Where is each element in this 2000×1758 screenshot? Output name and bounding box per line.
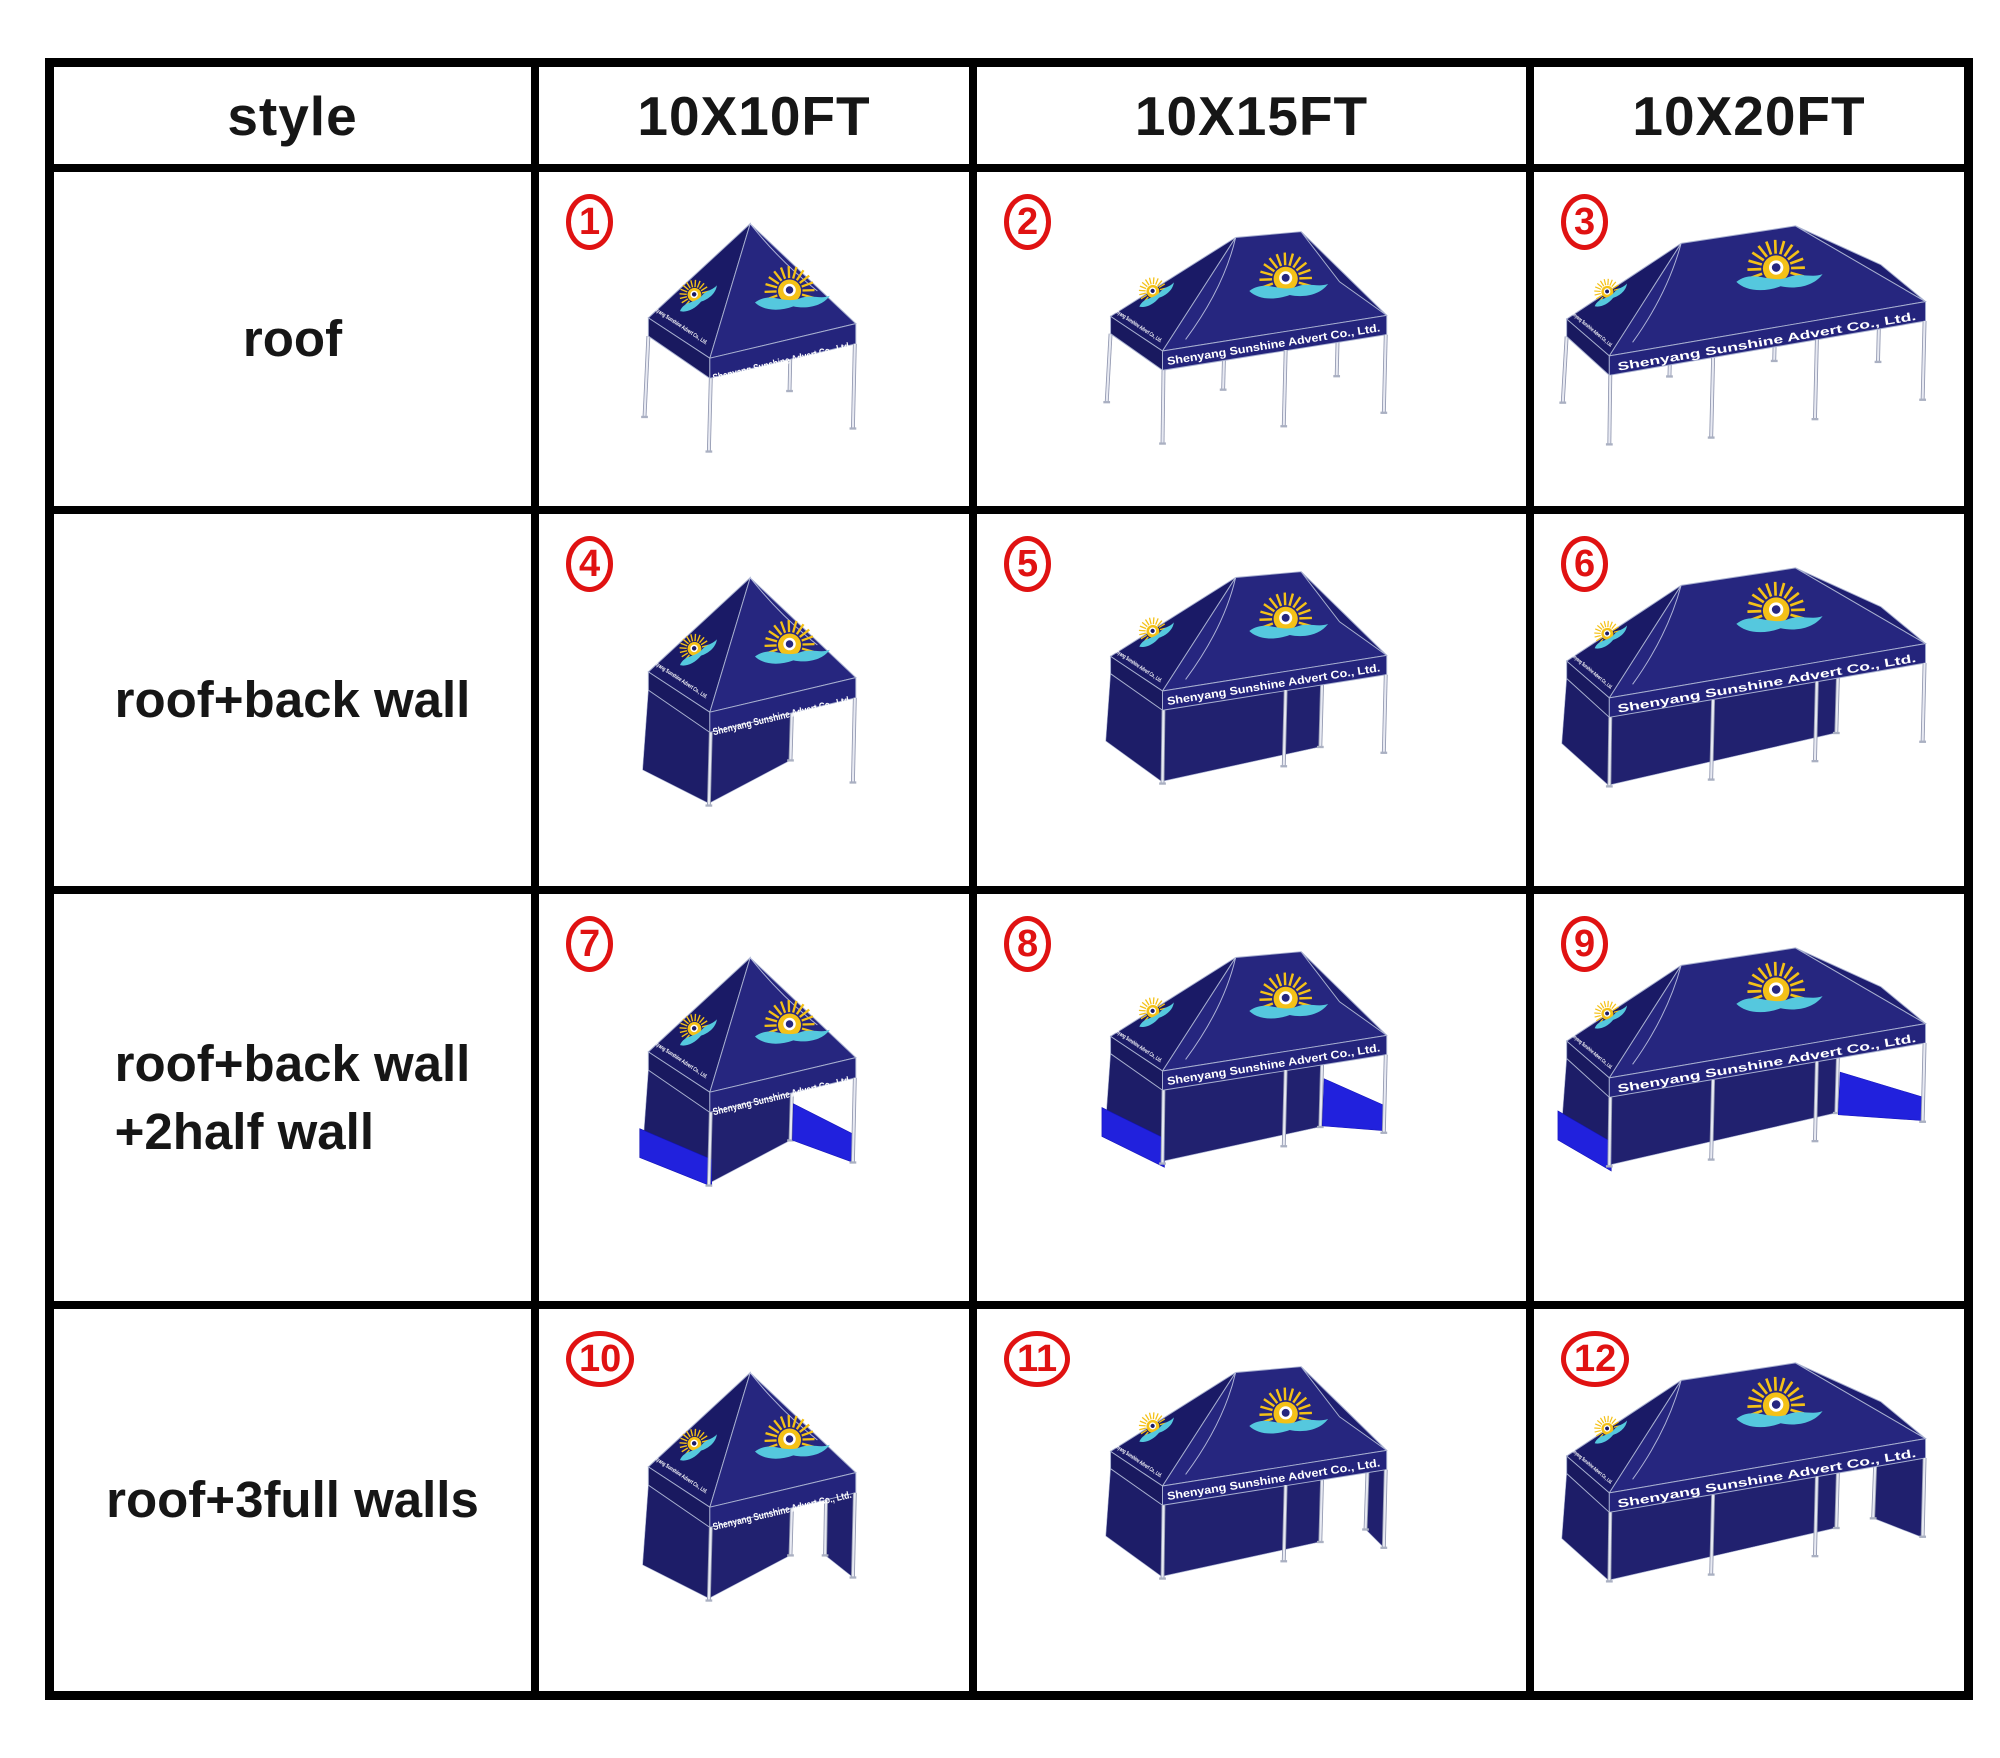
tent-illustration-10x10-roof: Shenyang Sunshine Advert Co., Ltd.Shenya… (641, 222, 857, 453)
tent-cell-2: 2 Shenyang Sunshine Advert Co., Ltd.Shen… (977, 172, 1534, 514)
sun-wave-logo (1248, 592, 1328, 639)
tent-number-badge: 8 (1004, 916, 1052, 972)
tent-cell-12: 12 Shenyang Sunshine Advert Co., Ltd.She… (1534, 1309, 1964, 1691)
sun-wave-logo (679, 1428, 717, 1461)
row-label-line1: roof+back wall (114, 1035, 471, 1093)
tent-cell-7: 7 Shenyang Sunshine Advert Co., Ltd.Shen… (539, 894, 977, 1309)
tent-cell-9: 9 Shenyang Sunshine Advert Co., Ltd.Shen… (1534, 894, 1964, 1309)
tent-number-badge: 2 (1004, 194, 1052, 250)
header-cell-style: style (54, 67, 539, 172)
tent-number-badge: 6 (1561, 536, 1609, 592)
row-label-text: roof (242, 310, 343, 368)
sun-wave-logo (679, 633, 717, 666)
header-cell-10x20: 10X20FT (1534, 67, 1964, 172)
tent-cell-6: 6 Shenyang Sunshine Advert Co., Ltd.Shen… (1534, 514, 1964, 894)
tent-illustration-10x20-roof: Shenyang Sunshine Advert Co., Ltd.Shenya… (1559, 225, 1927, 446)
sun-wave-logo (1594, 620, 1627, 649)
tent-number-badge: 9 (1561, 916, 1609, 972)
sun-wave-logo (1594, 1000, 1627, 1029)
style-header-label: style (227, 84, 358, 147)
sun-wave-logo (1736, 1376, 1823, 1428)
tent-illustration-10x20-backwall: Shenyang Sunshine Advert Co., Ltd.Shenya… (1561, 567, 1927, 788)
row-label-roof-back-wall: roof+back wall (54, 514, 539, 894)
size-header-10x10: 10X10FT (637, 84, 871, 147)
sun-wave-logo (1594, 278, 1627, 307)
sun-wave-logo (754, 265, 830, 310)
tent-number-badge: 3 (1561, 194, 1609, 250)
tent-number-badge: 10 (566, 1331, 635, 1387)
sun-wave-logo (1248, 1387, 1328, 1434)
tent-number-badge: 7 (566, 916, 614, 972)
tent-cell-4: 4 Shenyang Sunshine Advert Co., Ltd.Shen… (539, 514, 977, 894)
sun-wave-logo (1594, 1415, 1627, 1444)
sun-wave-logo (754, 1414, 830, 1459)
tent-illustration-10x15-backwall: Shenyang Sunshine Advert Co., Ltd.Shenya… (1104, 571, 1388, 785)
tent-cell-8: 8 Shenyang Sunshine Advert Co., Ltd.Shen… (977, 894, 1534, 1309)
sun-wave-logo (1736, 961, 1823, 1013)
tent-illustration-10x10-2half: Shenyang Sunshine Advert Co., Ltd.Shenya… (639, 956, 857, 1187)
row-label-text: roof+back wall (114, 671, 471, 729)
tent-number-badge: 12 (1561, 1331, 1630, 1387)
row-label-roof-3full: roof+3full walls (54, 1309, 539, 1691)
sun-wave-logo (1138, 277, 1174, 308)
row-label-text: roof+3full walls (106, 1471, 479, 1529)
sun-wave-logo (754, 999, 830, 1044)
tent-illustration-10x20-3full: Shenyang Sunshine Advert Co., Ltd.Shenya… (1561, 1362, 1927, 1583)
tent-number-badge: 1 (566, 194, 614, 250)
tent-illustration-10x15-roof: Shenyang Sunshine Advert Co., Ltd.Shenya… (1102, 231, 1388, 445)
sun-wave-logo (1138, 997, 1174, 1028)
tent-cell-11: 11 Shenyang Sunshine Advert Co., Ltd.She… (977, 1309, 1534, 1691)
tent-number-badge: 4 (566, 536, 614, 592)
sun-wave-logo (1736, 239, 1823, 291)
tent-number-badge: 11 (1004, 1331, 1071, 1387)
row-label-line2: +2half wall (114, 1102, 374, 1160)
sun-wave-logo (1138, 1412, 1174, 1443)
tent-cell-1: 1 Shenyang Sunshine Advert Co., Ltd.Shen… (539, 172, 977, 514)
tent-illustration-10x15-2half: Shenyang Sunshine Advert Co., Ltd.Shenya… (1101, 951, 1388, 1168)
sun-wave-logo (1248, 972, 1328, 1019)
tent-number-badge: 5 (1004, 536, 1052, 592)
tent-illustration-10x15-3full: Shenyang Sunshine Advert Co., Ltd.Shenya… (1104, 1366, 1388, 1580)
header-cell-10x10: 10X10FT (539, 67, 977, 172)
sun-wave-logo (1736, 581, 1823, 633)
tent-cell-10: 10 Shenyang Sunshine Advert Co., Ltd.She… (539, 1309, 977, 1691)
sun-wave-logo (754, 619, 830, 664)
tent-cell-3: 3 Shenyang Sunshine Advert Co., Ltd.Shen… (1534, 172, 1964, 514)
tent-cell-5: 5 Shenyang Sunshine Advert Co., Ltd.Shen… (977, 514, 1534, 894)
sun-wave-logo (1248, 252, 1328, 299)
header-cell-10x15: 10X15FT (977, 67, 1534, 172)
spec-table: style 10X10FT 10X15FT 10X20FT roof 1 She… (45, 58, 1973, 1700)
row-label-text: roof+back wall +2half wall (115, 1030, 471, 1165)
sun-wave-logo (679, 279, 717, 312)
tent-illustration-10x20-2half: Shenyang Sunshine Advert Co., Ltd.Shenya… (1557, 947, 1927, 1172)
row-label-roof: roof (54, 172, 539, 514)
tent-illustration-10x10-3full: Shenyang Sunshine Advert Co., Ltd.Shenya… (642, 1371, 857, 1602)
size-header-10x15: 10X15FT (1134, 84, 1369, 147)
sun-wave-logo (1138, 617, 1174, 648)
tent-illustration-10x10-backwall: Shenyang Sunshine Advert Co., Ltd.Shenya… (642, 576, 857, 807)
sun-wave-logo (679, 1013, 717, 1046)
row-label-roof-back-2half: roof+back wall +2half wall (54, 894, 539, 1309)
size-header-10x20: 10X20FT (1632, 84, 1866, 147)
